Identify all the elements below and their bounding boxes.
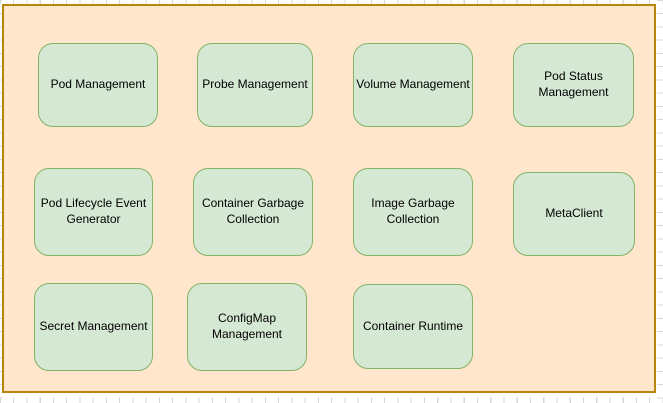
node-pod-management[interactable]: Pod Management	[38, 43, 158, 127]
node-label: Volume Management	[356, 77, 470, 92]
node-label: Pod Management	[50, 77, 146, 92]
node-pod-lifecycle-event-generator[interactable]: Pod Lifecycle Event Generator	[34, 168, 153, 256]
node-label: Secret Management	[39, 319, 148, 334]
node-container-garbage-collection[interactable]: Container Garbage Collection	[193, 168, 313, 256]
node-metaclient[interactable]: MetaClient	[513, 172, 635, 256]
node-label: ConfigMap Management	[211, 311, 283, 341]
node-volume-management[interactable]: Volume Management	[353, 43, 473, 127]
node-label: Container Runtime	[362, 318, 464, 333]
node-container-runtime[interactable]: Container Runtime	[353, 284, 473, 369]
node-label: Probe Management	[202, 77, 308, 92]
node-secret-management[interactable]: Secret Management	[34, 283, 153, 371]
node-label: MetaClient	[545, 206, 603, 221]
node-image-garbage-collection[interactable]: Image Garbage Collection	[353, 168, 473, 256]
node-label: Pod Status Management	[538, 69, 609, 99]
node-label: Image Garbage Collection	[371, 196, 455, 226]
node-pod-status-management[interactable]: Pod Status Management	[513, 43, 634, 127]
node-label: Container Garbage Collection	[201, 196, 305, 226]
node-label: Pod Lifecycle Event Generator	[40, 196, 147, 226]
node-configmap-management[interactable]: ConfigMap Management	[187, 283, 307, 371]
node-probe-management[interactable]: Probe Management	[197, 43, 313, 127]
